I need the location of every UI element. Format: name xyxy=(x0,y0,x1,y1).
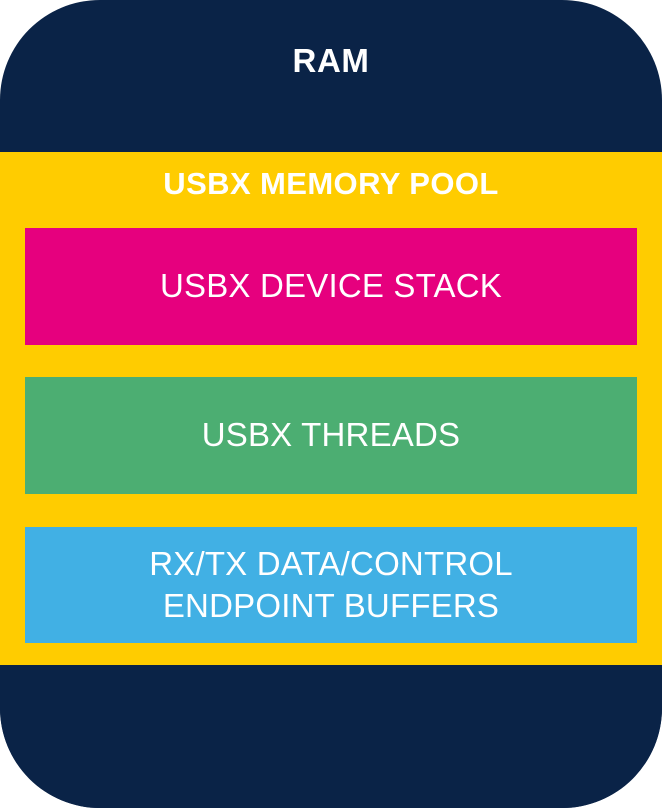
ram-title: RAM xyxy=(292,42,370,79)
block-usbx-device-stack: USBX DEVICE STACK xyxy=(25,228,637,345)
usbx-memory-pool-band: USBX MEMORY POOL USBX DEVICE STACK USBX … xyxy=(0,152,662,665)
ram-title-area: RAM xyxy=(0,0,662,152)
usbx-memory-pool-title: USBX MEMORY POOL xyxy=(163,166,499,201)
block-endpoint-buffers-label: RX/TX DATA/CONTROL ENDPOINT BUFFERS xyxy=(149,543,513,627)
block-endpoint-buffers: RX/TX DATA/CONTROL ENDPOINT BUFFERS xyxy=(25,527,637,643)
ram-bottom-area xyxy=(0,665,662,808)
block-endpoint-buffers-line1: RX/TX DATA/CONTROL xyxy=(149,544,513,582)
block-usbx-device-stack-label: USBX DEVICE STACK xyxy=(159,267,503,305)
block-endpoint-buffers-line2: ENDPOINT BUFFERS xyxy=(162,587,500,624)
block-usbx-threads-label: USBX THREADS xyxy=(201,416,461,454)
block-usbx-threads: USBX THREADS xyxy=(25,377,637,494)
